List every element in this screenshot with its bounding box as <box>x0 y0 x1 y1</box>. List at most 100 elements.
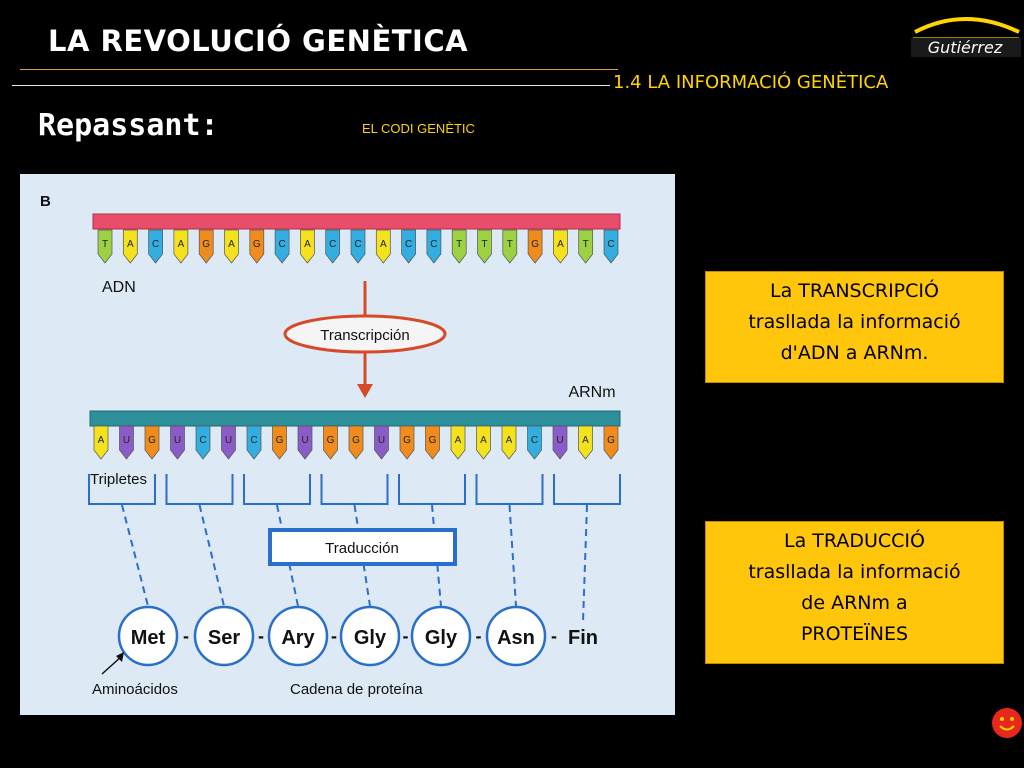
chain-end-label: Fin <box>568 627 598 649</box>
dna-base-tab <box>375 229 391 264</box>
mrna-base-tab <box>603 425 619 460</box>
dna-base-letter: T <box>102 239 108 250</box>
protein-chain-label: Cadena de proteína <box>290 681 423 698</box>
mrna-base-letter: G <box>327 435 335 446</box>
dna-base-letter: A <box>557 239 564 250</box>
mrna-base-tab <box>552 425 568 460</box>
amino-acid-circle <box>485 605 547 667</box>
section-heading: Repassant: <box>38 108 219 143</box>
mrna-base-tab <box>399 425 415 460</box>
dna-label: ADN <box>102 279 136 296</box>
dna-base-tab <box>401 229 416 264</box>
mrna-base-tab <box>272 425 287 460</box>
mrna-base-tab <box>323 425 338 460</box>
dna-base-letter: C <box>152 239 159 250</box>
amino-acid-circle <box>410 605 472 667</box>
translation-info-line3: de ARNm a <box>801 592 908 614</box>
triplet-bracket <box>243 474 311 505</box>
dna-base-letter: C <box>430 239 437 250</box>
dna-base-tab <box>97 229 113 264</box>
triplet-bracket <box>320 474 389 505</box>
dna-base-tab <box>477 229 492 264</box>
dna-base-tab <box>426 229 442 264</box>
amino-acid-label: Ser <box>208 627 240 649</box>
mrna-base-letter: U <box>556 435 563 446</box>
amino-acid-circle <box>117 605 179 667</box>
mrna-label: ARNm <box>568 384 615 401</box>
dna-base-letter: T <box>481 239 487 250</box>
mrna-base-letter: U <box>174 435 181 446</box>
amino-acid-label: Ary <box>281 627 315 649</box>
transcription-info-line3: d'ADN a ARNm. <box>780 342 929 364</box>
dna-base-letter: T <box>456 239 462 250</box>
dna-base-letter: C <box>607 239 614 250</box>
transcription-info-line1: La TRANSCRIPCIÓ <box>770 280 939 302</box>
dna-base-tab <box>350 229 366 264</box>
translation-box <box>268 528 457 566</box>
codon-link-line <box>121 504 149 607</box>
triplets-label: Tripletes <box>90 471 147 488</box>
dna-base-letter: A <box>127 239 134 250</box>
transcription-info-box: La TRANSCRIPCIÓ trasllada la informació … <box>705 271 1004 383</box>
svg-text:Gutiérrez: Gutiérrez <box>928 38 1003 57</box>
triplet-bracket <box>398 474 466 505</box>
amino-acid-chain: Met-Ser-Ary-Gly-Gly-Asn- <box>117 605 557 667</box>
mrna-base-letter: G <box>403 435 411 446</box>
chain-hyphen: - <box>258 626 264 646</box>
dna-base-tab <box>122 229 138 264</box>
mrna-base-letter: G <box>276 435 284 446</box>
translation-info-line1: La TRADUCCIÓ <box>784 530 925 552</box>
dna-base-letter: G <box>253 239 261 250</box>
amino-acid-label: Met <box>131 627 166 649</box>
topic-label: EL CODI GENÈTIC <box>362 121 475 136</box>
dna-base-tab <box>274 229 290 264</box>
triplet-bracket <box>88 474 156 505</box>
amino-acid-label: Asn <box>497 627 535 649</box>
mrna-base-letter: G <box>352 435 360 446</box>
amino-acid-circle <box>193 605 255 667</box>
dna-base-tab <box>198 229 214 264</box>
translation-label: Traducción <box>325 540 399 557</box>
mrna-backbone <box>89 410 621 427</box>
dna-backbone <box>92 213 621 230</box>
mrna-base-tab <box>450 425 466 460</box>
dna-base-letter: T <box>583 239 589 250</box>
mrna-base-tab <box>297 425 313 460</box>
transcription-info-line2: trasllada la informació <box>748 311 961 333</box>
dna-base-letter: G <box>531 239 539 250</box>
mrna-base-letter: G <box>607 435 615 446</box>
dna-base-tab <box>224 229 239 264</box>
dna-base-tab <box>502 229 518 264</box>
mrna-base-letter: G <box>148 435 156 446</box>
dna-base-tab <box>603 229 619 264</box>
section-subtitle: 1.4 LA INFORMACIÓ GENÈTICA <box>613 72 889 93</box>
dna-base-tab <box>249 229 265 264</box>
chain-hyphen: - <box>476 626 482 646</box>
dna-base-tab <box>553 229 568 264</box>
title-underline <box>20 69 618 70</box>
page-title: LA REVOLUCIÓ GENÈTICA <box>48 24 469 58</box>
mrna-base-tab <box>425 425 440 460</box>
amino-acids-label: Aminoácidos <box>92 681 178 698</box>
mrna-base-letter: C <box>199 435 206 446</box>
dna-base-letter: T <box>507 239 513 250</box>
mrna-base-tab <box>195 425 211 460</box>
amino-acid-label: Gly <box>354 627 387 649</box>
smiley-icon[interactable] <box>991 707 1023 739</box>
mrna-base-tab <box>144 425 160 460</box>
transcription-ellipse <box>283 314 447 354</box>
mrna-base-tab <box>578 425 593 460</box>
dna-base-letter: A <box>380 239 387 250</box>
mrna-base-letter: C <box>531 435 538 446</box>
dna-base-letter: G <box>202 239 210 250</box>
mrna-base-letter: A <box>506 435 513 446</box>
codon-links <box>121 504 588 623</box>
dna-base-letter: A <box>228 239 235 250</box>
mrna-base-letter: A <box>455 435 462 446</box>
amino-acid-circle <box>267 605 329 667</box>
mrna-base-letter: U <box>123 435 130 446</box>
chain-hyphen: - <box>403 626 409 646</box>
mrna-base-tab <box>348 425 364 460</box>
